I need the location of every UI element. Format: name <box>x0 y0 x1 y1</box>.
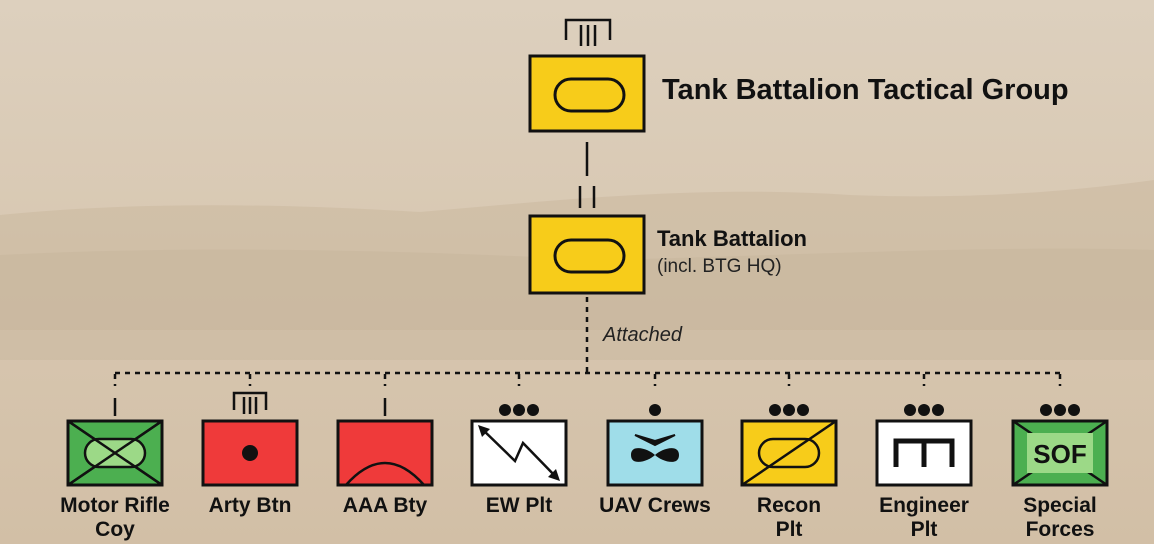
unit-label-artillery: Arty Btn <box>208 494 292 517</box>
unit-frame <box>606 419 704 487</box>
unit-symbol-1[interactable] <box>201 374 299 487</box>
unit-symbol-2[interactable] <box>336 374 434 487</box>
btg-symbol[interactable] <box>528 54 646 133</box>
unit-symbol-7[interactable]: SOF <box>1011 374 1109 487</box>
tank-oval-icon <box>553 77 626 113</box>
squad-echelon-marker <box>649 404 661 416</box>
electronic-warfare-zigzag-icon <box>478 425 560 481</box>
tank-battalion-symbol[interactable] <box>528 214 646 295</box>
unit-label-motor-rifle: Motor Rifle Coy <box>60 494 170 541</box>
crossed-rectangle-infantry-armor-icon <box>67 419 163 487</box>
uav-bowtie-icon <box>631 434 679 462</box>
unit-label-sof: Special Forces <box>1023 494 1097 541</box>
unit-symbol-0[interactable] <box>66 374 164 487</box>
attached-units: SOF <box>66 374 1109 487</box>
sof-box-text: SOF <box>1033 439 1086 469</box>
unit-label-recon: Recon Plt <box>756 494 822 541</box>
btg-echelon-marker <box>564 18 612 46</box>
battalion-title: Tank Battalion <box>657 226 807 251</box>
artillery-dot-icon <box>242 445 258 461</box>
unit-symbol-5[interactable] <box>740 374 838 487</box>
battalion-frame <box>528 214 646 295</box>
battalion-subtitle: (incl. BTG HQ) <box>657 256 782 277</box>
unit-symbol-6[interactable] <box>875 374 973 487</box>
platoon-echelon-marker <box>904 404 944 416</box>
unit-label-aaa: AAA Bty <box>342 494 428 517</box>
air-defense-arc-icon <box>345 461 425 486</box>
btg-frame <box>528 54 646 133</box>
engineer-bridge-icon <box>893 438 955 467</box>
unit-frame <box>336 419 434 487</box>
platoon-echelon-marker <box>499 404 539 416</box>
unit-symbol-4[interactable] <box>606 374 704 487</box>
tank-oval-icon <box>553 238 626 274</box>
attached-label: Attached <box>603 324 682 346</box>
unit-label-engineer: Engineer Plt <box>879 494 969 541</box>
btg-title: Tank Battalion Tactical Group <box>662 74 1069 106</box>
battalion-echelon-marker <box>232 391 268 414</box>
unit-symbol-3[interactable] <box>470 374 568 487</box>
battalion-echelon-marker <box>578 186 596 208</box>
recon-diagonal-icon <box>741 419 837 487</box>
platoon-echelon-marker <box>1040 404 1080 416</box>
unit-label-ew: EW Plt <box>485 494 553 517</box>
platoon-echelon-marker <box>769 404 809 416</box>
unit-label-uav: UAV Crews <box>599 494 711 517</box>
special-forces-icon: SOF <box>1012 419 1108 487</box>
